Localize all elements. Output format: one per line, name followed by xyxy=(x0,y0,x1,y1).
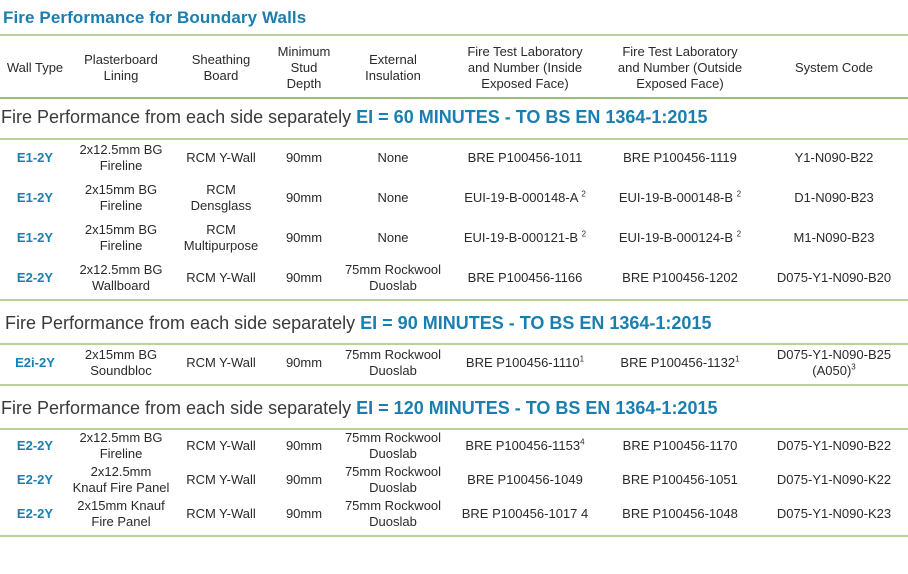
stud-depth-cell: 90mm xyxy=(285,150,323,165)
outside-test-cell: BRE P100456-1048 xyxy=(622,506,738,521)
sheathing-board-cell: RCM Y-Wall xyxy=(186,506,256,521)
divider xyxy=(0,97,908,99)
section-rating: EI = 120 MINUTES - TO BS EN 1364-1:2015 xyxy=(356,398,718,418)
wall-type-cell: E2-2Y xyxy=(16,472,54,487)
stud-depth-cell: 90mm xyxy=(285,355,323,370)
wall-type-cell: E1-2Y xyxy=(16,190,54,205)
outside-test-cell: BRE P100456-1202 xyxy=(622,270,738,285)
system-code-cell: System Code xyxy=(794,60,874,75)
system-code-cell: D075-Y1-N090-B20 xyxy=(776,270,892,285)
footnote-marker: 1 xyxy=(735,354,740,364)
section-rating: EI = 60 MINUTES - TO BS EN 1364-1:2015 xyxy=(356,107,708,127)
section-prefix: Fire Performance from each side separate… xyxy=(1,107,357,127)
divider xyxy=(0,138,908,140)
footnote-marker: 1 xyxy=(579,354,585,364)
footnote-marker: 2 xyxy=(581,189,586,199)
wall-type-cell: E2-2Y xyxy=(16,270,54,285)
inside-test-cell: BRE P100456-11101 xyxy=(465,354,585,370)
inside-test-cell: EUI-19-B-000121-B 2 xyxy=(463,229,587,245)
stud-depth-cell: 90mm xyxy=(285,506,323,521)
sheathing-board-cell: RCM Y-Wall xyxy=(186,270,256,285)
page-title: Fire Performance for Boundary Walls xyxy=(3,8,307,27)
system-code-cell: D075-Y1-N090-K23 xyxy=(776,506,892,521)
wall-type-cell: E1-2Y xyxy=(16,150,54,165)
footnote-marker: 2 xyxy=(736,229,742,239)
footnote-marker: 3 xyxy=(851,362,856,372)
outside-test-cell: BRE P100456-1170 xyxy=(622,438,738,453)
stud-depth-cell: 90mm xyxy=(285,230,323,245)
divider xyxy=(0,343,908,345)
footnote-marker: 2 xyxy=(736,189,742,199)
divider xyxy=(0,535,908,537)
divider xyxy=(0,299,908,301)
wall-type-cell: E2-2Y xyxy=(16,438,54,453)
system-code-cell: D1-N090-B23 xyxy=(794,190,874,205)
external-insulation-cell: None xyxy=(377,150,409,165)
stud-depth-cell: 90mm xyxy=(285,472,323,487)
inside-test-cell: BRE P100456-11534 xyxy=(465,437,585,453)
outside-test-cell: BRE P100456-1119 xyxy=(623,150,737,165)
divider xyxy=(0,34,908,36)
inside-test-cell: BRE P100456-1017 4 xyxy=(461,506,589,521)
system-code-cell: M1-N090-B23 xyxy=(793,230,875,245)
system-code-cell: D075-Y1-N090-K22 xyxy=(776,472,892,487)
external-insulation-cell: None xyxy=(377,230,409,245)
external-insulation-cell: None xyxy=(377,190,409,205)
section-heading: Fire Performance from each side separate… xyxy=(5,313,711,334)
outside-test-cell: BRE P100456-11321 xyxy=(620,354,740,370)
outside-test-cell: BRE P100456-1051 xyxy=(622,472,738,487)
section-rating: EI = 90 MINUTES - TO BS EN 1364-1:2015 xyxy=(360,313,712,333)
divider xyxy=(0,384,908,386)
section-prefix: Fire Performance from each side separate… xyxy=(5,313,361,333)
outside-test-cell: EUI-19-B-000148-B 2 xyxy=(618,189,742,205)
sheathing-board-cell: RCM Y-Wall xyxy=(186,472,256,487)
inside-test-cell: BRE P100456-1049 xyxy=(467,472,583,487)
system-code-cell: Y1-N090-B22 xyxy=(794,150,874,165)
inside-test-cell: BRE P100456-1166 xyxy=(467,270,583,285)
outside-test-cell: EUI-19-B-000124-B 2 xyxy=(618,229,742,245)
sheathing-board-cell: RCM Y-Wall xyxy=(186,355,256,370)
wall-type-cell: E2-2Y xyxy=(16,506,54,521)
section-prefix: Fire Performance from each side separate… xyxy=(1,398,357,418)
sheathing-board-cell: RCM Y-Wall xyxy=(186,150,256,165)
system-code-cell: D075-Y1-N090-B22 xyxy=(776,438,892,453)
section-heading: Fire Performance from each side separate… xyxy=(1,398,717,419)
stud-depth-cell: 90mm xyxy=(285,190,323,205)
footnote-marker: 2 xyxy=(581,229,587,239)
divider xyxy=(0,428,908,430)
inside-test-cell: EUI-19-B-000148-A 2 xyxy=(464,189,586,205)
inside-test-cell: BRE P100456-1011 xyxy=(467,150,583,165)
system-code-cell: D075-Y1-N090-B25(A050)3 xyxy=(776,347,892,378)
footnote-marker: 4 xyxy=(580,437,585,447)
wall-type-cell: E2i-2Y xyxy=(15,355,55,370)
sheathing-board-cell: RCM Y-Wall xyxy=(186,438,256,453)
wall-type-cell: E1-2Y xyxy=(16,230,54,245)
wall-type-cell: Wall Type xyxy=(6,60,64,75)
stud-depth-cell: 90mm xyxy=(285,270,323,285)
section-heading: Fire Performance from each side separate… xyxy=(1,107,707,128)
stud-depth-cell: 90mm xyxy=(285,438,323,453)
